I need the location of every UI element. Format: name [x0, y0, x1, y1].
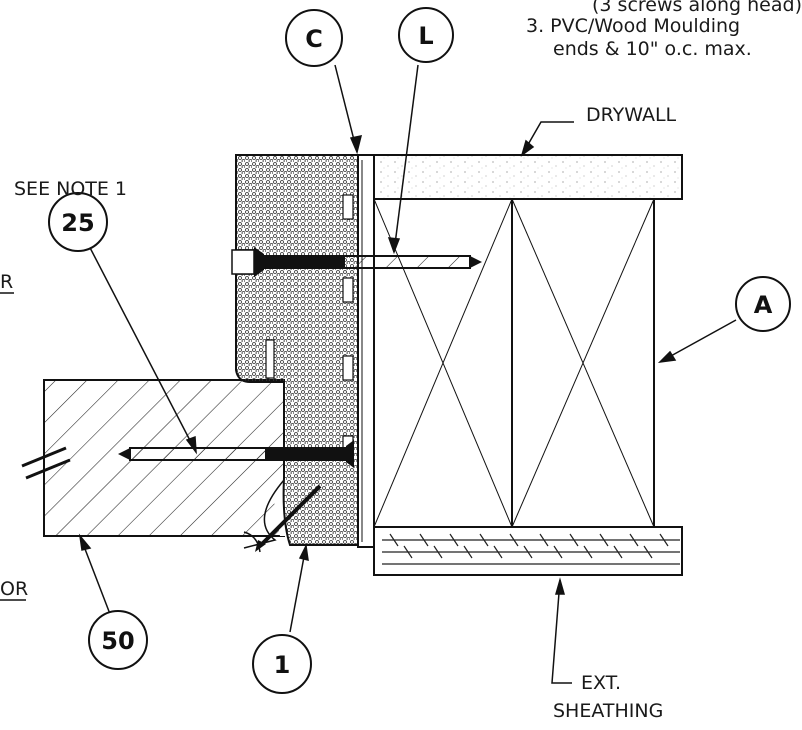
- wood-sill: [43, 379, 305, 553]
- break-line: [21, 446, 71, 480]
- screw-angled: [255, 484, 322, 552]
- callout-l: L: [398, 7, 454, 63]
- callout-a: A: [735, 276, 791, 332]
- callout-25-text: 25: [61, 209, 94, 237]
- screw-frame-to-stud: [231, 247, 482, 277]
- see-note-label: SEE NOTE 1: [14, 178, 128, 200]
- callout-a-text: A: [754, 291, 773, 319]
- ext-label-line1: EXT.: [581, 672, 622, 694]
- callout-1-text: 1: [274, 651, 291, 679]
- callout-50-text: 50: [101, 627, 134, 655]
- ext-label-line2: SHEATHING: [553, 700, 664, 722]
- callout-25: 25: [48, 192, 108, 252]
- callout-1: 1: [252, 634, 312, 694]
- note-line-2-cont: (3 screws along head): [592, 0, 802, 16]
- leader-lines: [78, 64, 737, 684]
- drywall-label: DRYWALL: [586, 104, 677, 126]
- callout-c-text: C: [305, 25, 323, 53]
- left-edge-label-top: R: [0, 271, 14, 293]
- exterior-sheathing: [373, 526, 683, 576]
- callout-c: C: [285, 9, 343, 67]
- wall-framing: [373, 198, 655, 528]
- note-line-3: 3. PVC/Wood Moulding: [526, 15, 741, 37]
- note-line-3-cont: ends & 10" o.c. max.: [553, 38, 752, 60]
- left-edge-label-bottom: OR: [0, 578, 29, 600]
- callout-l-text: L: [418, 22, 433, 50]
- callout-50: 50: [88, 610, 148, 670]
- screw-sill-to-frame: [118, 440, 354, 468]
- shim-strip: [357, 154, 375, 548]
- drywall: [373, 154, 683, 200]
